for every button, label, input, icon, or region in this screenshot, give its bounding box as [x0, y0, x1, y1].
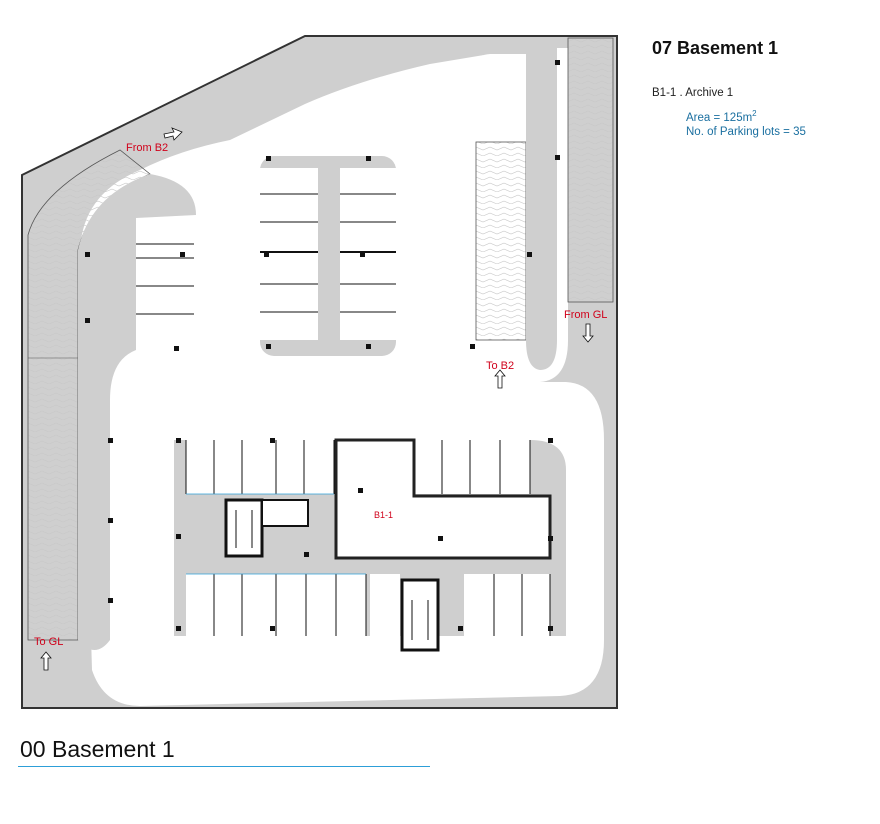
arrow-down-icon: [582, 323, 594, 343]
parking-block-upper-left: [136, 218, 194, 348]
area-unit-superscript: 2: [752, 109, 757, 118]
arrow-up-icon: [40, 651, 52, 671]
archive-room: [334, 438, 552, 560]
island-right: [526, 54, 557, 370]
ramp-right: [567, 37, 614, 303]
label-from-gl: From GL: [564, 309, 607, 321]
island-left: [78, 174, 196, 650]
parking-stall-lines-lower: [185, 440, 551, 636]
arrow-right-icon: [163, 127, 183, 141]
parking-stalls-upper-left: [136, 243, 194, 315]
parking-stalls-lower-top: [186, 440, 530, 494]
ramp-to-b2: [475, 141, 527, 341]
arrow-up-icon: [494, 369, 506, 389]
stair-core-right: [400, 578, 440, 652]
label-room-b1-1: B1-1: [374, 510, 393, 520]
sidebar-info: 07 Basement 1 B1-1 . Archive 1 Area = 12…: [652, 38, 872, 139]
parking-count: No. of Parking lots = 35: [686, 125, 806, 138]
label-from-b2: From B2: [126, 142, 168, 154]
stair-core-left: [224, 498, 309, 558]
label-to-gl: To GL: [34, 636, 63, 648]
drawing-title: 00 Basement 1: [20, 736, 175, 762]
parking-stalls-center: [260, 168, 396, 340]
area-label: Area = 125m: [686, 111, 753, 124]
structural-columns: [85, 60, 560, 631]
island-center-spine: [318, 156, 340, 356]
area-line: Area = 125m2: [686, 107, 872, 125]
sidebar-title: 07 Basement 1: [652, 38, 779, 58]
title-underline: [18, 766, 430, 767]
room-heading: B1-1 . Archive 1: [652, 87, 734, 99]
label-to-b2: To B2: [486, 360, 514, 372]
